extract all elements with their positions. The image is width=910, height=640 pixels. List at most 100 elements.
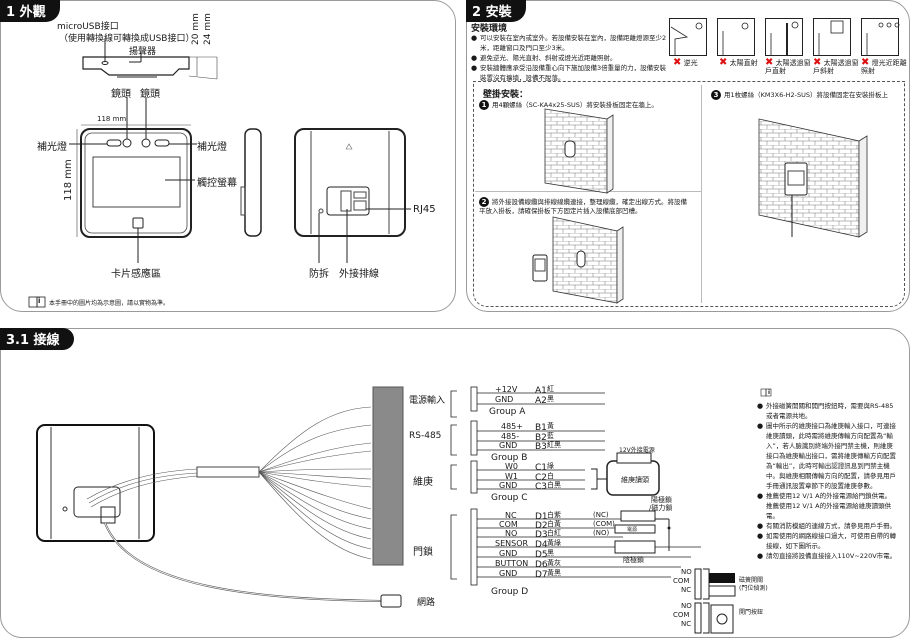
- section-install-tab: 2 安裝: [466, 0, 526, 22]
- microusb-note: （使用轉換線可轉換成USB接口）: [59, 34, 195, 44]
- lock-paren-nc: (NC): [593, 511, 609, 519]
- brick-wall-illustrations: [532, 108, 868, 304]
- signal-label: 485+: [501, 422, 523, 431]
- signal-label: GND: [499, 569, 518, 578]
- wiring-note: 請勿直接將設備直接接入110V~220V市電。: [757, 551, 897, 561]
- wire-color-label: 白: [547, 472, 554, 480]
- network-label: 網路: [417, 598, 436, 608]
- power-box-label: 電源: [627, 527, 638, 533]
- ext-power-label: 12V外接電源: [619, 447, 655, 454]
- dim-height-label: 118 mm: [63, 159, 74, 201]
- group-c-label: Group C: [491, 493, 528, 503]
- notes-info-icon: i: [768, 389, 771, 396]
- pin-label: A2: [535, 396, 547, 406]
- signal-label: GND: [495, 395, 514, 404]
- group-lock-label: 門鎖: [413, 547, 433, 558]
- lock-paren-com: (COM): [593, 520, 615, 528]
- env-icon-drawings: [670, 20, 900, 55]
- terminal-com-1: COM: [673, 577, 690, 585]
- touch-screen-label: 觸控螢幕: [197, 178, 237, 189]
- lens-right-label: 鏡頭: [140, 89, 160, 100]
- signal-label: NO: [505, 529, 518, 538]
- wire-color-label: 紅黑: [547, 441, 561, 449]
- section-wiring: 3.1 接線: [0, 328, 910, 638]
- pin-label: D2: [535, 521, 548, 531]
- pin-label: D4: [535, 540, 548, 550]
- wiring-note: 推薦使用12 V/1 A的外接電源給門鎖供電。推薦使用12 V/1 A的外接電源…: [757, 491, 897, 521]
- signal-label: GND: [499, 441, 518, 450]
- lock2-label: 陰極鎖: [623, 556, 644, 564]
- pin-label: D1: [535, 512, 548, 522]
- pin-label: C3: [535, 482, 548, 492]
- signal-label: GND: [499, 481, 518, 490]
- env-bullet: 可以安裝在室內或室外。若設備安裝在室內，設備距離燈源至少2米，距離窗口及門口至少…: [471, 33, 671, 53]
- device-top-view: [28, 39, 411, 308]
- env-bullet: 避免逆光、陽光直射、斜射或燈光近距離照射。: [471, 53, 671, 63]
- signal-label: BUTTON: [495, 559, 529, 568]
- info-icon: i: [38, 297, 41, 305]
- pin-label: B2: [535, 433, 547, 443]
- section-install: 2 安裝 安裝環境 可以安裝在室內或室外。若設備安裝在室內，設備距離燈源至少2米…: [466, 0, 910, 312]
- wiegand-reader-label: 維庚讀頭: [621, 476, 649, 484]
- group-a-label: Group A: [489, 407, 526, 417]
- signal-label: W1: [505, 472, 518, 481]
- group-d-label: Group D: [491, 587, 529, 597]
- section-wiring-tab: 3.1 接線: [0, 328, 74, 350]
- wiring-note: 有關消防模組的連線方式，請參見用戶手冊。: [757, 521, 897, 531]
- env-bullet: 安裝牆體應承受沿設備重心向下施加設備3倍重量的力，設備安裝裝置沒有擴墻，設備不脫…: [471, 63, 671, 83]
- pin-label: B1: [535, 423, 547, 433]
- wire-color-label: 黃綠: [547, 539, 561, 547]
- wiring-notes: 外接磁簧開關和開門按鈕時，需要與RS-485或者電源共地。 圖中所示的維庚接口為…: [757, 401, 897, 561]
- lens-left-label: 鏡頭: [111, 89, 131, 100]
- fill-light-left-label: 補光燈: [37, 142, 67, 153]
- pin-label: A1: [535, 386, 547, 396]
- step-2-number: 2: [479, 197, 489, 207]
- wire-color-label: 白黃: [547, 520, 561, 528]
- wire-color-label: 黃灰: [547, 559, 561, 567]
- lock1-sub-label: /磁力鎖: [649, 504, 673, 512]
- speaker-label: 揚聲器: [129, 47, 157, 57]
- lock1-label: 陽極鎖: [651, 496, 672, 504]
- signal-label: W0: [505, 462, 518, 471]
- microusb-label: microUSB接口: [57, 22, 119, 32]
- wire-color-label: 黃黑: [547, 569, 561, 577]
- signal-label: NC: [505, 511, 517, 520]
- wiring-diagram: [36, 386, 772, 634]
- signal-label: +12V: [495, 385, 518, 394]
- wire-color-label: 黃: [547, 422, 554, 430]
- pin-label: D7: [535, 570, 548, 580]
- env-label-direct-sun: ✖ 太陽直射: [719, 57, 758, 68]
- wall-mount-box: [473, 81, 905, 307]
- wall-mount-divider-h: [475, 191, 701, 192]
- signal-label: 485-: [501, 432, 520, 441]
- env-bullets: 可以安裝在室內或室外。若設備安裝在室內，設備距離燈源至少2米，距離窗口及門口至少…: [471, 33, 671, 83]
- group-b-label: Group B: [491, 453, 528, 463]
- wire-color-label: 黑: [547, 395, 554, 403]
- wiring-note: 圖中所示的維庚接口為維庚輸入接口，可連接維庚讀頭，此時需將維庚傳輸方向配置為“輸…: [757, 421, 897, 491]
- env-label-window-oblique: ✖ 太陽透過窗戶斜射: [813, 57, 859, 76]
- signal-label: COM: [499, 520, 518, 529]
- pin-label: C1: [535, 463, 548, 473]
- wall-mount-divider-v: [701, 85, 702, 303]
- exit-button-label: 開門按鈕: [739, 609, 764, 616]
- appearance-note: 本手冊中的圖片均為示意圖，請以實物為準。: [49, 300, 170, 307]
- door-contact-sub-label: (門位偵測): [739, 585, 768, 592]
- ext-cable-label: 外接排線: [339, 269, 379, 280]
- section-appearance-tab: 1 外觀: [0, 0, 60, 22]
- pin-label: D3: [535, 530, 548, 540]
- wiring-note: 如需使用的網路線接口過大，可使用自帶的轉接線，如下圖所示。: [757, 531, 897, 551]
- pin-label: C2: [535, 473, 548, 483]
- wiring-note: 外接磁簧開關和開門按鈕時，需要與RS-485或者電源共地。: [757, 401, 897, 421]
- env-label-close-light: ✖ 燈光近距離照射: [861, 57, 907, 76]
- wire-color-label: 綠: [547, 462, 554, 470]
- group-power-label: 電源輸入: [409, 396, 446, 406]
- group-rs485-label: RS-485: [409, 431, 442, 441]
- terminal-no-2: NO: [681, 602, 692, 610]
- step-3-number: 3: [711, 90, 721, 100]
- group-wiegand-label: 維庚: [413, 477, 433, 488]
- env-title: 安裝環境: [471, 24, 508, 34]
- terminal-no-1: NO: [681, 568, 692, 576]
- fill-light-right-label: 補光燈: [197, 142, 227, 153]
